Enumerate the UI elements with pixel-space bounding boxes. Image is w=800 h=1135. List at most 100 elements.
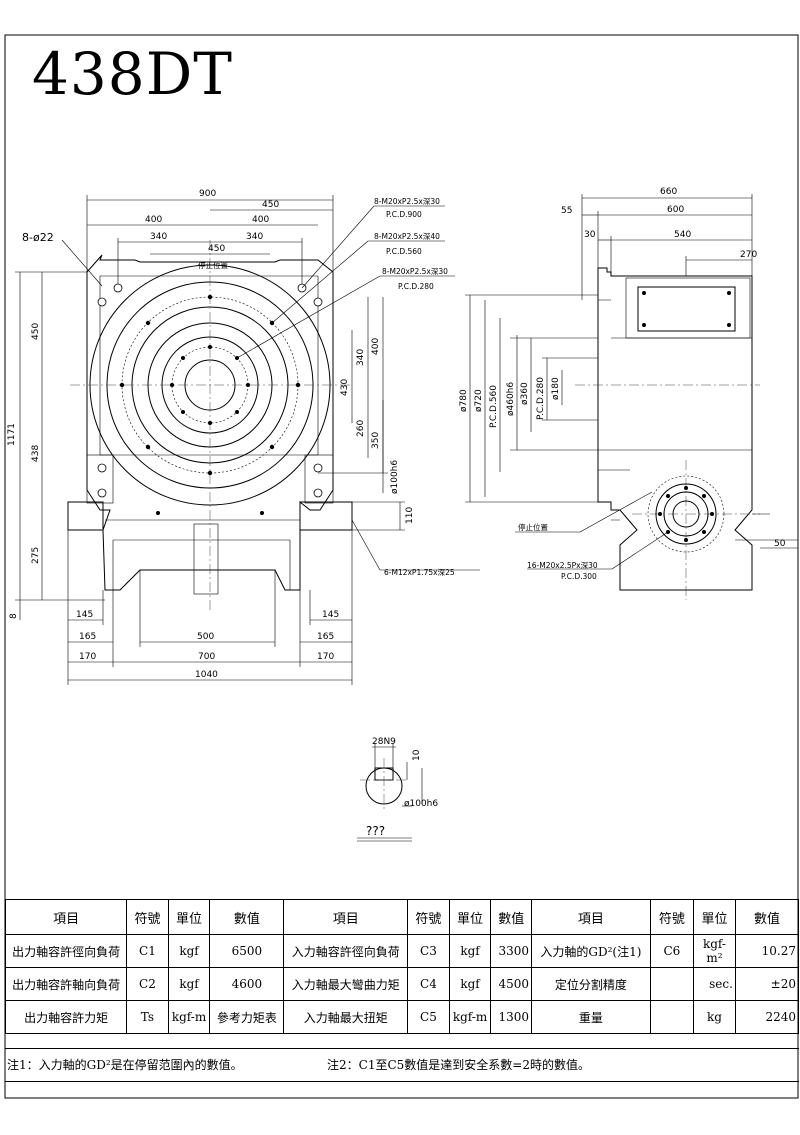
table-cell: 入力軸的GD²(注1)	[531, 934, 651, 968]
front-small-hole	[181, 410, 185, 414]
dim-340-left: 340	[150, 232, 167, 242]
dim-165-right: 165	[317, 632, 334, 642]
dim-260-v: 260	[356, 420, 366, 437]
drawing-title: 438DT	[32, 40, 233, 108]
dim-500: 500	[197, 632, 214, 642]
spec-table: 項目 符號 單位 數值 項目 符號 單位 數值 項目 符號 單位 數值 出力軸容…	[4, 899, 800, 1034]
leader-line	[236, 275, 381, 359]
table-cell: 出力軸容許徑向負荷	[4, 934, 128, 968]
spec-table-row: 出力軸容許力矩 Ts kgf-m 參考力矩表 入力軸最大扭矩 C5 kgf-m …	[4, 1000, 800, 1034]
cover-bolt	[642, 323, 646, 327]
front-small-hole	[170, 383, 174, 387]
table-cell: C4	[407, 967, 450, 1001]
front-small-hole	[269, 444, 275, 450]
front-small-hole	[145, 444, 151, 450]
header-cell: 項目	[531, 899, 651, 935]
front-view: 900 450 400 400 340 340 450 8-ø22 停止位置 1…	[7, 189, 480, 685]
table-cell: kgf-m²	[693, 934, 736, 968]
table-cell: C6	[649, 934, 695, 968]
dim-450-inner: 450	[208, 244, 225, 254]
table-cell: 參考力矩表	[209, 1000, 285, 1034]
header-cell: 數值	[734, 899, 800, 935]
side-callout-thread: 16-M20x2.5Px深30	[527, 561, 598, 570]
table-cell: kgf-m	[167, 1000, 211, 1034]
front-small-hole	[181, 356, 185, 360]
leader-line	[301, 205, 375, 289]
table-cell: sec.	[693, 967, 736, 1001]
table-cell: kgf	[448, 934, 492, 968]
dim-340-v: 340	[356, 349, 366, 366]
front-small-hole	[207, 470, 213, 476]
side-callout-pcd300: P.C.D.300	[561, 572, 597, 581]
dim-720: ø720	[474, 389, 484, 412]
front-bolt-holes	[97, 283, 323, 498]
front-small-hole	[295, 382, 301, 388]
callout-pcd900-thread: 8-M20xP2.5x深30	[374, 197, 440, 206]
front-small-hole	[235, 410, 239, 414]
keyway-label: ???	[366, 824, 385, 838]
front-small-hole	[208, 345, 212, 349]
leader-line	[611, 531, 669, 570]
table-cell: 6500	[209, 934, 285, 968]
table-cell: kgf	[167, 934, 211, 968]
dim-360: ø360	[520, 382, 530, 405]
header-cell: 單位	[693, 899, 736, 935]
dim-1171: 1171	[7, 423, 17, 446]
dim-460h6: ø460h6	[506, 382, 516, 416]
front-small-hole	[246, 383, 250, 387]
dim-pcd280: P.C.D.280	[536, 377, 546, 420]
front-bolt-hole	[97, 297, 107, 307]
front-top-dims	[86, 195, 334, 284]
front-left-dims	[15, 271, 105, 620]
leader-line	[579, 491, 653, 533]
table-cell: 3300	[490, 934, 532, 968]
side-top-dims	[581, 194, 753, 300]
dim-350-v: 350	[371, 432, 381, 449]
front-small-hole	[260, 511, 264, 515]
header-cell: 項目	[283, 899, 409, 935]
header-cell: 項目	[4, 899, 128, 935]
table-cell: C3	[407, 934, 450, 968]
table-cell: 出力軸容許力矩	[4, 1000, 128, 1034]
header-cell: 符號	[649, 899, 695, 935]
front-small-hole	[156, 511, 160, 515]
table-cell: C1	[126, 934, 169, 968]
front-foot-right	[304, 454, 334, 504]
front-flange-right	[299, 501, 353, 531]
dim-pcd560: P.C.D.560	[489, 385, 499, 428]
keyway-dims	[372, 743, 423, 807]
front-callout-leaders	[236, 205, 480, 571]
input-bolt-hole	[666, 494, 670, 498]
dim-165-left: 165	[79, 632, 96, 642]
side-mark-stop-position: 停止位置	[518, 522, 548, 532]
side-input-outer	[655, 483, 717, 545]
table-cell: kgf-m	[448, 1000, 492, 1034]
dim-660: 660	[660, 187, 677, 197]
dim-450: 450	[262, 200, 279, 210]
dim-780: ø780	[459, 389, 469, 412]
callout-pcd280: P.C.D.280	[398, 282, 434, 291]
dim-145-right: 145	[322, 610, 339, 620]
front-bolt-hole	[97, 463, 107, 473]
input-bolt-hole	[710, 512, 714, 516]
table-cell: C2	[126, 967, 169, 1001]
table-cell: 2240	[734, 1000, 800, 1034]
input-bolt-hole	[658, 512, 662, 516]
dim-400-v: 400	[371, 338, 381, 355]
leader-line	[61, 239, 103, 287]
dim-340-right: 340	[246, 232, 263, 242]
dim-900: 900	[199, 189, 216, 199]
spec-table-row: 出力軸容許軸向負荷 C2 kgf 4600 入力軸最大彎曲力矩 C4 kgf 4…	[4, 967, 800, 1001]
notes-row: 注1：入力軸的GD²是在停留范圍內的數值。 注2：C1至C5數值是達到安全系數=…	[5, 1048, 799, 1082]
table-cell: 重量	[531, 1000, 651, 1034]
table-cell	[649, 967, 695, 1001]
front-bolt-hole	[313, 463, 323, 473]
sheet-border	[4, 34, 799, 1099]
dim-holes-dia: 8-ø22	[22, 231, 54, 244]
table-cell: C5	[407, 1000, 450, 1034]
table-cell: kgf	[167, 967, 211, 1001]
dim-30: 30	[584, 230, 596, 240]
side-callout-leaders	[515, 491, 669, 570]
callout-pcd560-thread: 8-M20xP2.5x深40	[374, 232, 440, 241]
